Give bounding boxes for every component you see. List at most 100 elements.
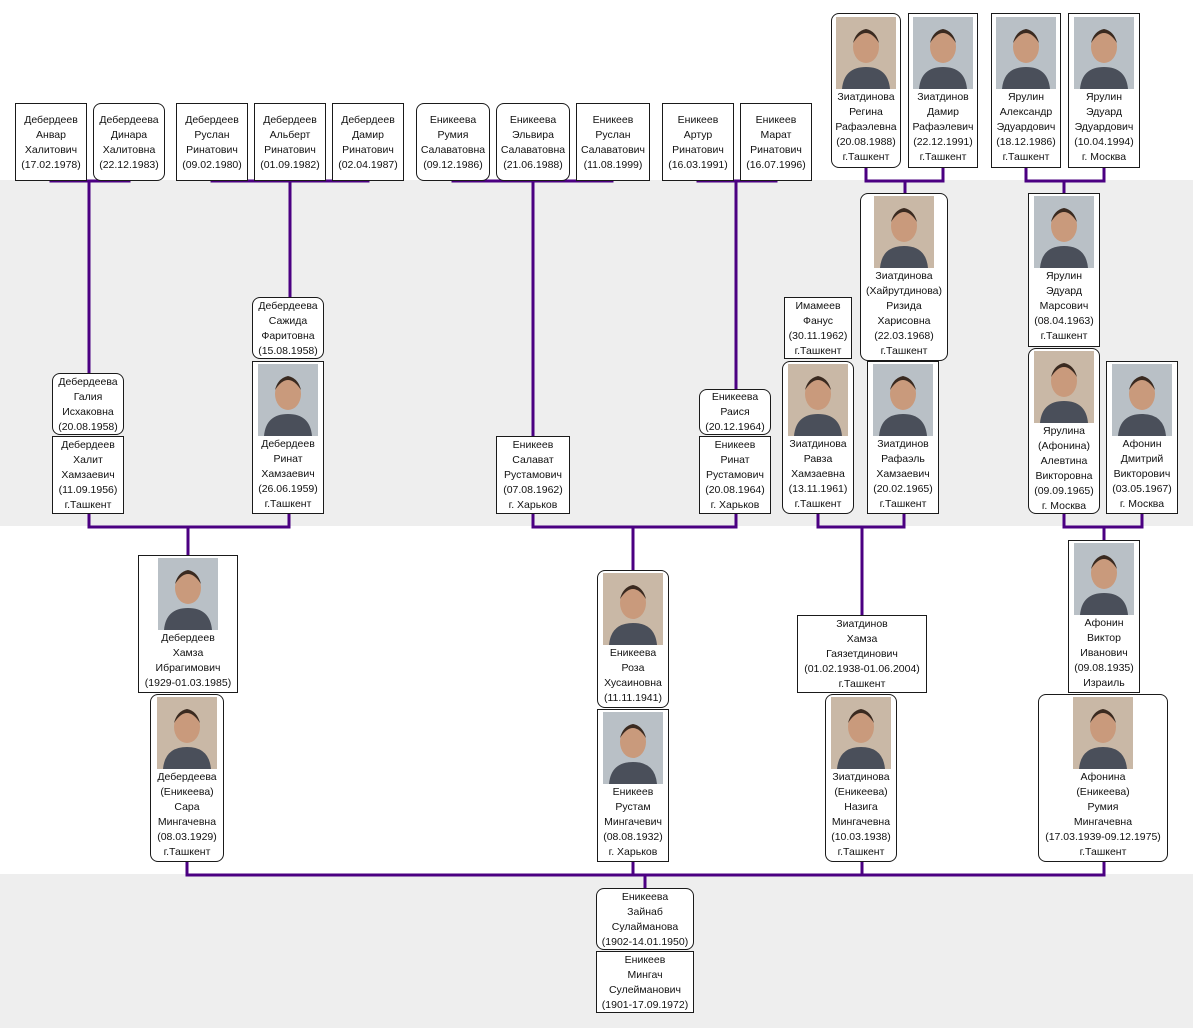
person-detail: Исхаковна (62, 406, 114, 418)
person-surname: Зиатдинов (877, 438, 929, 450)
person-detail: (Хайрутдинова) (865, 285, 943, 297)
portrait-photo (874, 196, 934, 268)
person-detail: Дамир (927, 106, 959, 118)
person-detail: (22.12.1991) (913, 136, 973, 148)
person-surname: Дебердеев (24, 114, 78, 126)
person-detail: (21.06.1988) (503, 159, 563, 171)
person-detail: Салаватовна (420, 144, 486, 156)
person-detail: Салаватовна (500, 144, 566, 156)
person-surname: Имамеев (795, 300, 841, 312)
person-surname: Еникеев (755, 114, 797, 126)
person-detail: (11.08.1999) (583, 159, 643, 171)
person-detail: Румия (437, 129, 469, 141)
person-detail: г.Ташкент (794, 345, 842, 357)
person-detail: Марат (760, 129, 792, 141)
person-detail: Ринатович (342, 144, 394, 156)
person-detail: (09.09.1965) (1034, 485, 1094, 497)
person-surname: Дебердеева (99, 114, 159, 126)
person-surname: Дебердеев (341, 114, 395, 126)
person-detail: Хамза (846, 633, 878, 645)
person-detail: г.Ташкент (837, 846, 885, 858)
person-surname: Еникеева (609, 647, 657, 659)
person-detail: Израиль (1083, 677, 1125, 689)
person-surname: Еникеева (509, 114, 557, 126)
person-surname: Еникеева (711, 391, 759, 403)
person-detail: (11.11.1941) (604, 692, 662, 704)
person-detail: (15.08.1958) (258, 345, 318, 357)
person-detail: (22.03.1968) (874, 330, 934, 342)
person-detail: Халитович (24, 144, 78, 156)
person-detail: г. Москва (1119, 498, 1165, 510)
person-surname: Еникеев (677, 114, 719, 126)
person-detail: г. Харьков (608, 846, 658, 858)
person-detail: г.Ташкент (1079, 846, 1127, 858)
person-detail: (20.08.1964) (705, 484, 765, 496)
person-detail: Ринат (273, 453, 303, 465)
person-detail: (20.08.1988) (836, 136, 896, 148)
person-detail: Мингач (627, 969, 663, 981)
person-detail: (09.12.1986) (423, 159, 483, 171)
person-surname: Еникеев (624, 954, 666, 966)
person-detail: (08.03.1929) (157, 831, 217, 843)
person-detail: Фаритовна (261, 330, 315, 342)
person-detail: Эдуард (1045, 285, 1083, 297)
person-detail: (1901-17.09.1972) (601, 999, 689, 1011)
person-detail: Гаязетдинович (826, 648, 898, 660)
person-surname: Дебердеева (258, 300, 318, 312)
portrait-photo (788, 364, 848, 436)
person-surname: Афонин (1084, 617, 1124, 629)
person-detail: Сулейманович (608, 984, 682, 996)
person-detail: (Афонина) (1038, 440, 1090, 452)
person-detail: (30.11.1962) (788, 330, 848, 342)
person-detail: Викторовна (1035, 470, 1093, 482)
person-detail: Рустам (615, 801, 651, 813)
person-detail: Хамза (172, 647, 204, 659)
person-detail: (09.08.1935) (1074, 662, 1134, 674)
person-detail: Рафаэлевич (912, 121, 974, 133)
person-detail: (08.04.1963) (1034, 315, 1094, 327)
portrait-photo (1073, 697, 1133, 769)
portrait-photo (157, 697, 217, 769)
person-detail: г.Ташкент (794, 498, 842, 510)
person-detail: (22.12.1983) (99, 159, 159, 171)
person-detail: (20.08.1958) (58, 421, 118, 433)
